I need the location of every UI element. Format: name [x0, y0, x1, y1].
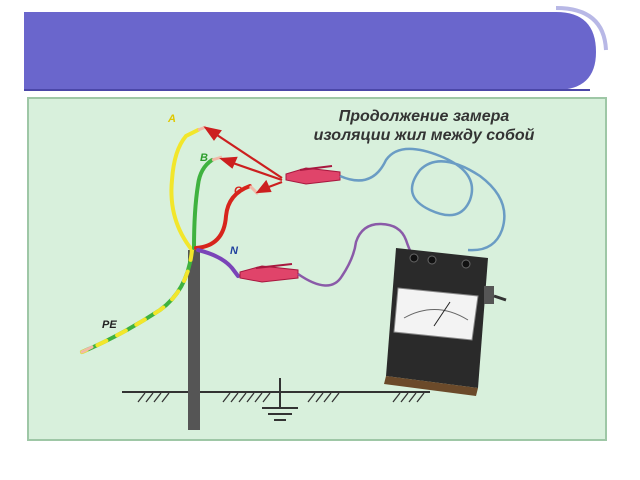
phase-a-wire — [169, 128, 200, 252]
ground-symbol-icon — [262, 378, 298, 421]
test-lead-1 — [339, 147, 506, 252]
label-c: C — [234, 185, 243, 197]
phase-c-wire — [194, 184, 252, 250]
pole — [188, 250, 200, 430]
phase-b-wire — [192, 158, 214, 250]
test-lead-2 — [297, 222, 416, 287]
diagram-panel — [27, 97, 607, 441]
label-a: A — [167, 113, 176, 125]
megohmmeter-icon — [384, 248, 507, 396]
ground-line — [122, 391, 430, 403]
label-b: B — [200, 152, 208, 164]
probe-clip-neutral — [239, 263, 299, 283]
pe-wire — [80, 248, 194, 354]
phase-b-tip — [211, 155, 223, 162]
neutral-wire — [196, 248, 240, 278]
slide-title-line-1: Продолжение замера — [339, 108, 510, 125]
probe-clip-phase — [285, 165, 341, 185]
label-pe: PE — [102, 319, 117, 331]
measurement-arrows — [203, 126, 283, 194]
label-n: N — [230, 245, 239, 257]
slide-title-line-2: изоляции жил между собой — [314, 127, 535, 144]
